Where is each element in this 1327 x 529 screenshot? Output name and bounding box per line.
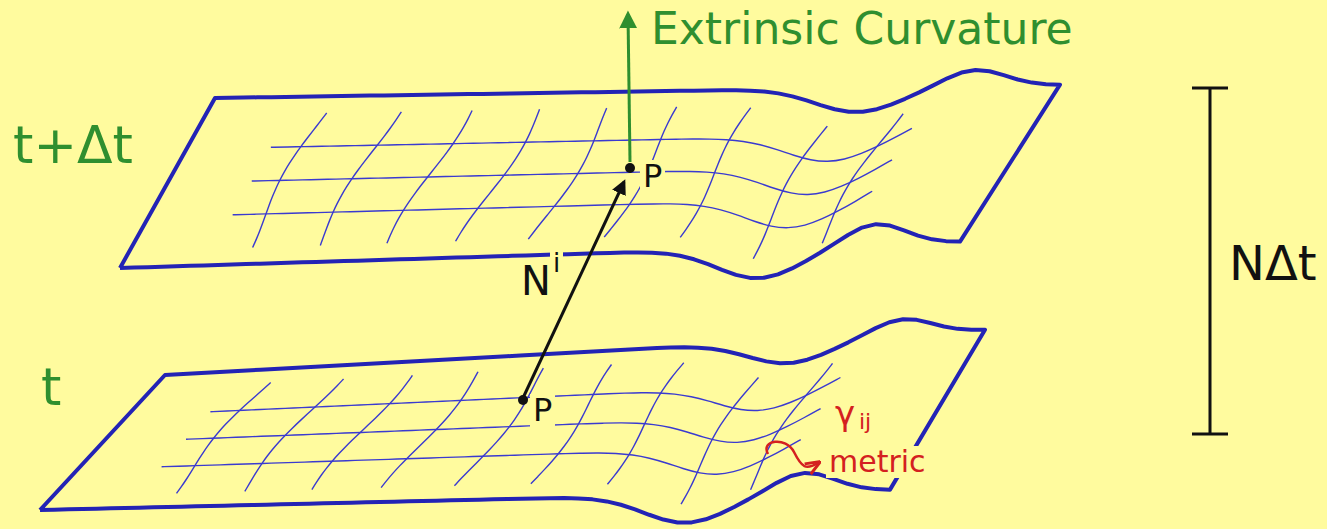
metric-pointer [766,442,818,467]
point-label: P [640,160,665,194]
lapse-label: NΔt [1226,238,1320,288]
shift-index: i [550,250,563,277]
point-dot [518,395,528,405]
grid-line [162,440,801,475]
normal-arrow [628,14,630,162]
grid-line [233,191,873,227]
metric-index: ij [856,410,874,433]
grid-line [271,128,912,161]
grid-line [252,160,892,195]
time-label: t [38,360,64,415]
metric-label: metric [826,446,929,478]
time-label: t+Δt [10,118,136,173]
slice-outline [120,70,1060,278]
point-label: P [530,394,555,428]
grid-line [186,409,821,443]
grid-line [751,363,833,489]
metric-symbol: γ [832,396,858,432]
slice-outline [40,319,985,522]
point-dot [625,163,635,173]
slice-group [40,70,1060,522]
curvature-label: Extrinsic Curvature [648,6,1076,52]
lapse-bracket [1192,88,1228,434]
shift-label: N [518,260,554,302]
